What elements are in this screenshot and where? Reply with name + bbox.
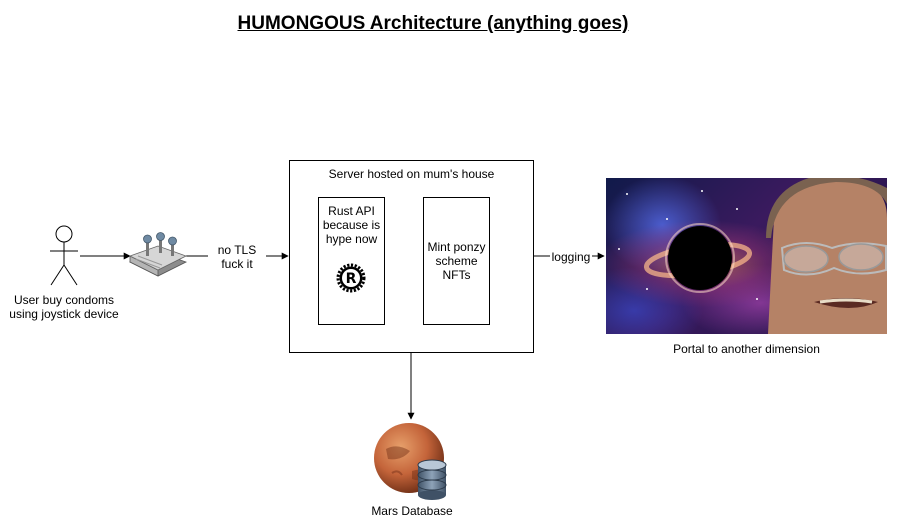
black-hole-portrait-image [606,178,887,334]
rust-api-box [318,197,385,325]
nft-mint-label: Mint ponzy scheme NFTs [427,240,486,282]
edge-label-logging: logging [550,250,592,264]
user-label: User buy condoms using joystick device [9,293,119,321]
stick-figure-actor-icon [50,225,78,286]
rust-api-label: Rust API because is hype now [322,204,381,246]
edge-label-no-tls: no TLS fuck it [208,243,266,271]
diagram-title: HUMONGOUS Architecture (anything goes) [237,13,629,34]
svg-text:R: R [346,271,357,287]
rust-logo-icon: R [336,263,366,293]
database-label: Mars Database [371,504,453,518]
joystick-device-icon [128,232,188,277]
mars-database-icon [374,423,447,500]
portal-label: Portal to another dimension [673,342,820,356]
nft-mint-box [423,197,490,325]
server-label: Server hosted on mum's house [328,167,495,181]
